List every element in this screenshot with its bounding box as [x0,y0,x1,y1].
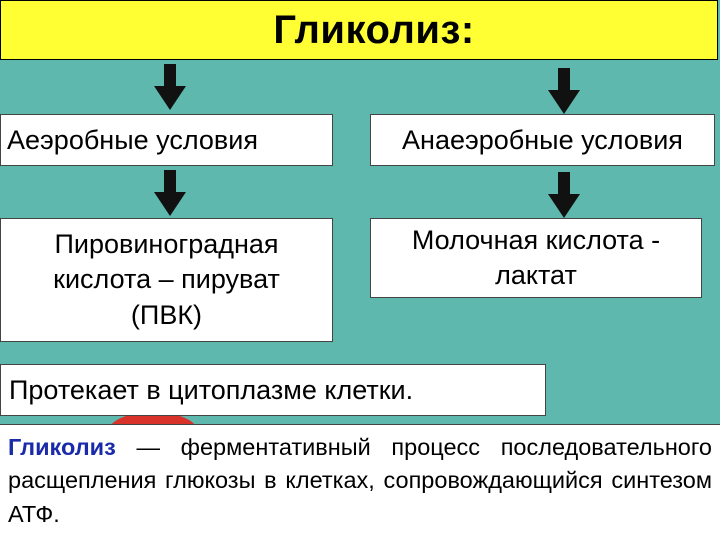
location-note: Протекает в цитоплазме клетки. [9,374,414,405]
definition-text: — ферментативный процесс последовательно… [8,434,712,527]
pyruvate-line: (ПВК) [130,299,203,330]
arrow-down-icon [154,64,186,110]
pyruvate-line: Пировиноградная [54,229,279,260]
aerobic-conditions-box: Аеэробные условия [0,114,333,166]
lactate-line: Молочная кислота - [411,224,661,255]
definition-term: Гликолиз [8,434,116,460]
anaerobic-conditions-box: Анаеэробные условия [370,114,715,166]
arrow-down-icon [548,68,580,114]
lactate-box: Молочная кислота - лактат [370,218,702,298]
aerobic-conditions-label: Аеэробные условия [7,124,258,155]
pyruvate-line: кислота – пируват [53,264,280,295]
arrow-down-icon [154,170,186,216]
lactate-line: лактат [495,260,577,290]
title-bar: Гликолиз: [0,0,718,60]
arrow-down-icon [548,172,580,218]
diagram-title: Гликолиз: [273,7,475,52]
anaerobic-conditions-label: Анаеэробные условия [402,124,683,155]
pyruvate-box: Пировиноградная кислота – пируват (ПВК) [0,218,333,342]
location-note-box: Протекает в цитоплазме клетки. [0,364,546,416]
definition-box: Гликолиз — ферментативный процесс послед… [0,424,720,540]
